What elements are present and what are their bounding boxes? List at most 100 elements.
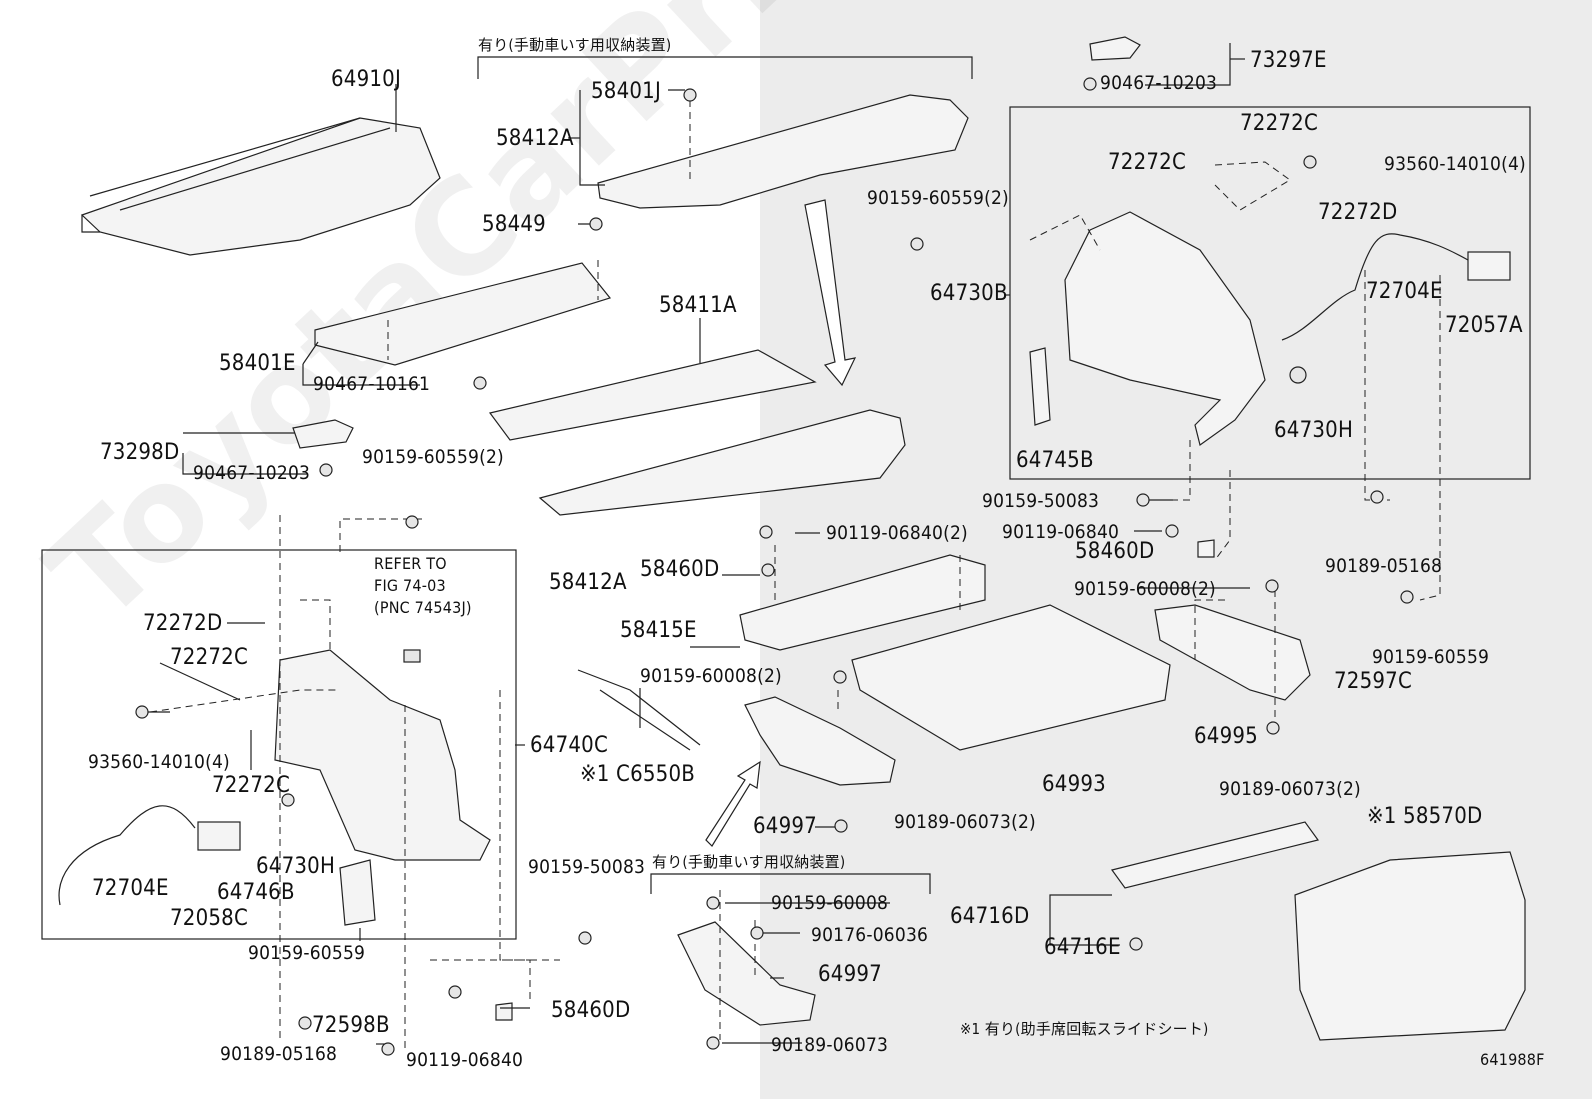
part-label-72272C-left-1[interactable]: 72272C (170, 645, 248, 670)
lower-bracket (650, 873, 931, 894)
right-group-frame (1009, 106, 1531, 480)
bracket-64995-part (1154, 604, 1311, 701)
part-label-58460D-mid[interactable]: 58460D (1075, 539, 1155, 564)
part-label-90189-06073-2-right[interactable]: 90189-06073(2) (1219, 778, 1361, 800)
connector-72058C-part (197, 821, 241, 851)
part-label-64745B[interactable]: 64745B (1016, 448, 1094, 473)
part-label-90159-60559-2-right[interactable]: 90159-60559(2) (867, 187, 1009, 209)
deck-board-58401E-part (314, 262, 612, 366)
part-label-58412A-bottom[interactable]: 58412A (549, 570, 627, 595)
part-label-90159-60008-low[interactable]: 90159-60008 (771, 892, 889, 914)
refer-line-1: REFER TO (374, 554, 447, 573)
part-label-90159-60559-right[interactable]: 90159-60559 (1372, 646, 1490, 668)
part-label-58401E[interactable]: 58401E (219, 351, 296, 376)
part-label-72272C-left-2[interactable]: 72272C (212, 773, 290, 798)
part-label-90119-06840-2[interactable]: 90119-06840(2) (826, 522, 968, 544)
side-trim-right-part (1064, 211, 1266, 447)
reference-marker (403, 649, 421, 663)
part-label-90467-10203-right[interactable]: 90467-10203 (1100, 72, 1218, 94)
part-label-72057A[interactable]: 72057A (1445, 313, 1523, 338)
clip-58460D-left-part (495, 1002, 513, 1021)
part-label-58460D-small[interactable]: 58460D (640, 557, 720, 582)
bracket-58415E-part (739, 554, 986, 651)
part-label-90159-60008-2-right[interactable]: 90159-60008(2) (1074, 578, 1216, 600)
note-mt-box-upper: 有り(手動車いす用収納装置) (478, 36, 672, 54)
part-label-58411A[interactable]: 58411A (659, 293, 737, 318)
wire-harness-left (58, 805, 196, 906)
part-label-72597C[interactable]: 72597C (1334, 669, 1412, 694)
part-label-72704E-right[interactable]: 72704E (1366, 279, 1443, 304)
deck-mat-part (488, 349, 817, 441)
part-label-90189-05168-left[interactable]: 90189-05168 (220, 1043, 338, 1065)
part-label-72272D-left[interactable]: 72272D (143, 611, 223, 636)
connector-72057A-part (1467, 251, 1511, 281)
part-label-64716E[interactable]: 64716E (1044, 935, 1121, 960)
part-label-90189-06073-2-mid[interactable]: 90189-06073(2) (894, 811, 1036, 833)
part-label-90159-60559-left[interactable]: 90159-60559 (248, 942, 366, 964)
part-label-72058C[interactable]: 72058C (170, 906, 248, 931)
note-footnote: ※1 有り(助手席回転スライドシート) (960, 1020, 1209, 1038)
cap-73297E-part (1089, 36, 1141, 61)
tonneau-cover-part (80, 117, 441, 256)
part-label-58401J[interactable]: 58401J (591, 79, 661, 104)
part-label-90467-10161[interactable]: 90467-10161 (313, 373, 431, 395)
deck-board-upper-part (597, 94, 969, 209)
part-label-72598B[interactable]: 72598B (312, 1013, 390, 1038)
part-label-90176-06036[interactable]: 90176-06036 (811, 924, 929, 946)
side-trim-left-part (274, 649, 491, 861)
part-label-90189-05168-right[interactable]: 90189-05168 (1325, 555, 1443, 577)
bracket-64745B-part (1029, 347, 1051, 426)
part-label-73297E[interactable]: 73297E (1250, 48, 1327, 73)
part-label-64910J[interactable]: 64910J (331, 67, 401, 92)
part-label-64995[interactable]: 64995 (1194, 724, 1258, 749)
part-label-64730H-right[interactable]: 64730H (1274, 418, 1354, 443)
refer-line-2: FIG 74-03 (374, 576, 446, 595)
part-label-64740C[interactable]: 64740C (530, 733, 608, 758)
part-label-64716D[interactable]: 64716D (950, 904, 1030, 929)
part-label-90159-60008-2-mid[interactable]: 90159-60008(2) (640, 665, 782, 687)
cap-73298D-part (292, 419, 354, 449)
strap-C6550B-part (577, 669, 701, 751)
dashed-guides (149, 100, 1441, 1050)
part-label-72272C-mid[interactable]: 72272C (1108, 150, 1186, 175)
part-label-58449[interactable]: 58449 (482, 212, 546, 237)
part-label-90159-50083-right[interactable]: 90159-50083 (982, 490, 1100, 512)
part-label-C6550B[interactable]: ※1 C6550B (580, 762, 696, 787)
tray-64997-low-part (677, 921, 816, 1026)
deck-board-lower-part (538, 409, 906, 516)
part-label-72704E-left[interactable]: 72704E (92, 876, 169, 901)
part-label-73298D[interactable]: 73298D (100, 440, 180, 465)
part-label-90159-50083-left[interactable]: 90159-50083 (528, 856, 646, 878)
fasteners (135, 77, 1414, 1056)
part-label-58412A-top[interactable]: 58412A (496, 126, 574, 151)
part-label-90119-06840-left[interactable]: 90119-06840 (406, 1049, 524, 1071)
sill-plate-64716D-part (1110, 821, 1320, 889)
part-label-90189-06073-low[interactable]: 90189-06073 (771, 1034, 889, 1056)
wire-harness-right (1281, 233, 1469, 341)
part-label-58415E[interactable]: 58415E (620, 618, 697, 643)
note-mt-box-lower: 有り(手動車いす用収納装置) (652, 853, 846, 871)
tray-64997-mid-part (744, 696, 896, 786)
part-label-64746B[interactable]: 64746B (217, 880, 295, 905)
clip-58460D-right-part (1197, 539, 1215, 558)
part-label-64997-low[interactable]: 64997 (818, 962, 882, 987)
part-label-93560-14010-4-left[interactable]: 93560-14010(4) (88, 751, 230, 773)
refer-line-3: (PNC 74543J) (374, 598, 472, 617)
bracket-64746B-part (339, 859, 376, 926)
part-label-64730B[interactable]: 64730B (930, 281, 1008, 306)
part-label-64730H-left[interactable]: 64730H (256, 854, 336, 879)
part-label-72272D-right[interactable]: 72272D (1318, 200, 1398, 225)
part-label-72272C-top[interactable]: 72272C (1240, 111, 1318, 136)
part-label-90467-10203-left[interactable]: 90467-10203 (193, 462, 311, 484)
tray-64993-part (851, 604, 1171, 751)
part-label-90159-60559-2-mid[interactable]: 90159-60559(2) (362, 446, 504, 468)
part-label-64993[interactable]: 64993 (1042, 772, 1106, 797)
part-label-58460D-left[interactable]: 58460D (551, 998, 631, 1023)
figure-code: 641988F (1480, 1050, 1545, 1069)
part-label-93560-14010-4-right[interactable]: 93560-14010(4) (1384, 153, 1526, 175)
part-label-58570D[interactable]: ※1 58570D (1367, 804, 1483, 829)
part-label-64997-mid[interactable]: 64997 (753, 814, 817, 839)
board-58570D-part (1294, 851, 1526, 1041)
part-label-90119-06840-right[interactable]: 90119-06840 (1002, 521, 1120, 543)
